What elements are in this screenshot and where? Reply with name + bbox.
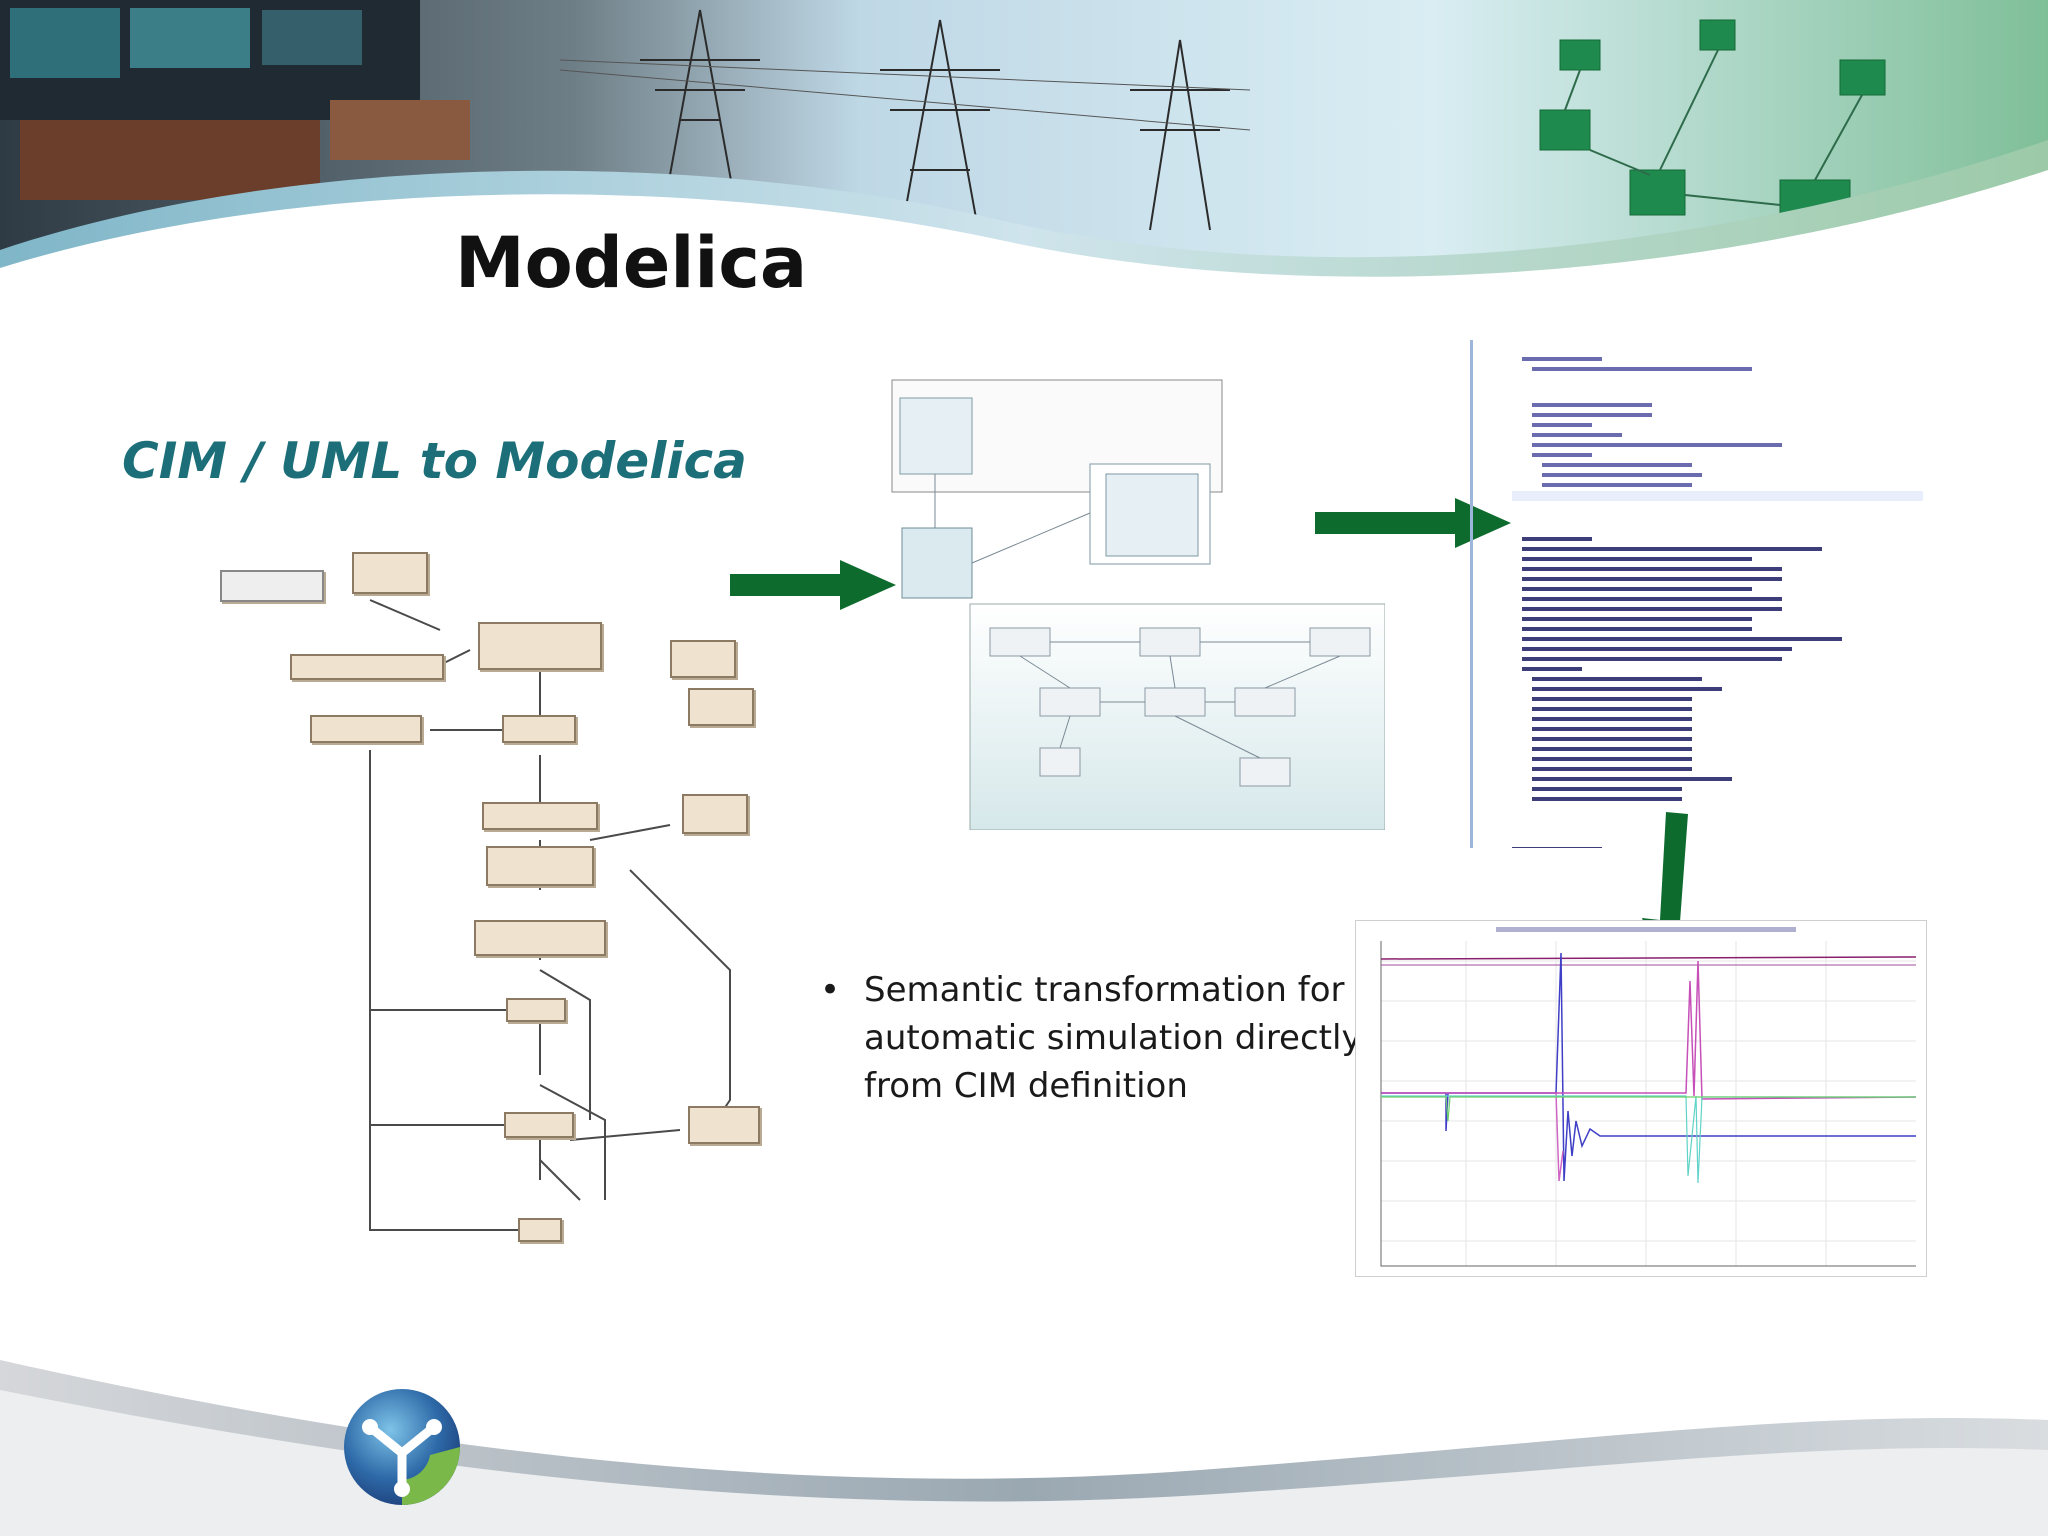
uml-class-box bbox=[486, 846, 594, 886]
control-room-image bbox=[0, 0, 470, 200]
uml-class-box bbox=[506, 998, 566, 1022]
modelica-diagram-screenshot bbox=[890, 378, 1385, 830]
uml-class-box bbox=[504, 1112, 574, 1138]
uml-class-box bbox=[482, 802, 598, 830]
uml-class-box bbox=[310, 715, 422, 743]
uml-diagram bbox=[200, 540, 800, 1242]
modelica-code-screenshot bbox=[1470, 340, 1933, 848]
page-title: Modelica bbox=[455, 222, 808, 304]
uml-class-box bbox=[670, 640, 736, 678]
uml-class-box bbox=[688, 688, 754, 726]
uml-class-box bbox=[502, 715, 576, 743]
uml-class-box bbox=[478, 622, 602, 670]
uml-class-box bbox=[290, 654, 444, 680]
section-subtitle: CIM / UML to Modelica bbox=[122, 432, 747, 490]
footer-wave bbox=[0, 1360, 2048, 1536]
code-listing bbox=[1493, 340, 1923, 848]
arrow-right-icon bbox=[1315, 498, 1511, 548]
logo-icon bbox=[344, 1389, 460, 1505]
bullet-text: Semantic transformation for automatic si… bbox=[864, 970, 1362, 1106]
header-banner bbox=[0, 0, 2048, 300]
simulation-plot-screenshot bbox=[1355, 920, 1927, 1277]
uml-class-box bbox=[688, 1106, 760, 1144]
uml-class-box bbox=[352, 552, 428, 594]
uml-class-box bbox=[518, 1218, 562, 1242]
uml-note bbox=[220, 570, 324, 602]
bullet-dot-icon: • bbox=[820, 970, 841, 1010]
code-text-lines bbox=[1512, 357, 1923, 848]
arrow-right-icon bbox=[730, 560, 896, 610]
uml-class-box bbox=[682, 794, 748, 834]
uml-class-box bbox=[474, 920, 606, 956]
